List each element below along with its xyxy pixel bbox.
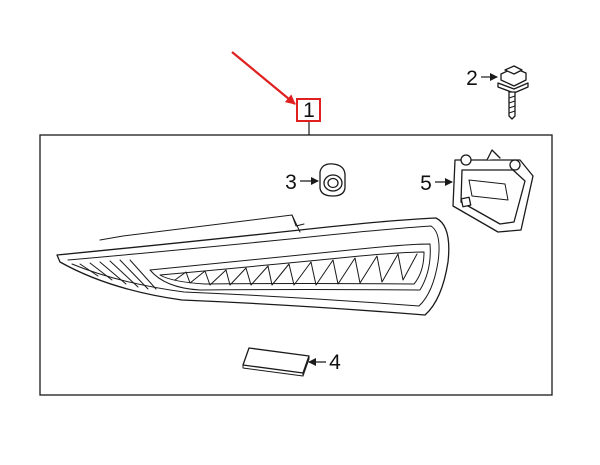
part-5-bracket xyxy=(452,149,534,233)
part-4-pad xyxy=(242,347,310,377)
part-3-grommet xyxy=(319,163,346,197)
callout-1[interactable]: 1 xyxy=(231,51,321,135)
callout-2-label: 2 xyxy=(466,67,478,90)
callout-5[interactable]: 5 xyxy=(420,172,453,195)
callout-1-highlight-box xyxy=(296,98,321,122)
callout-4[interactable]: 4 xyxy=(308,351,341,374)
callout-3[interactable]: 3 xyxy=(285,171,319,194)
assembly-frame xyxy=(39,134,553,396)
callout-5-label: 5 xyxy=(420,172,432,195)
part-2-bolt xyxy=(497,65,529,120)
red-arrow-icon xyxy=(231,51,296,105)
callout-4-label: 4 xyxy=(329,351,341,374)
callout-2[interactable]: 2 xyxy=(466,67,498,90)
tail-lamp-housing xyxy=(56,214,450,316)
callout-3-label: 3 xyxy=(285,171,297,194)
callout-1-label: 1 xyxy=(303,99,315,122)
